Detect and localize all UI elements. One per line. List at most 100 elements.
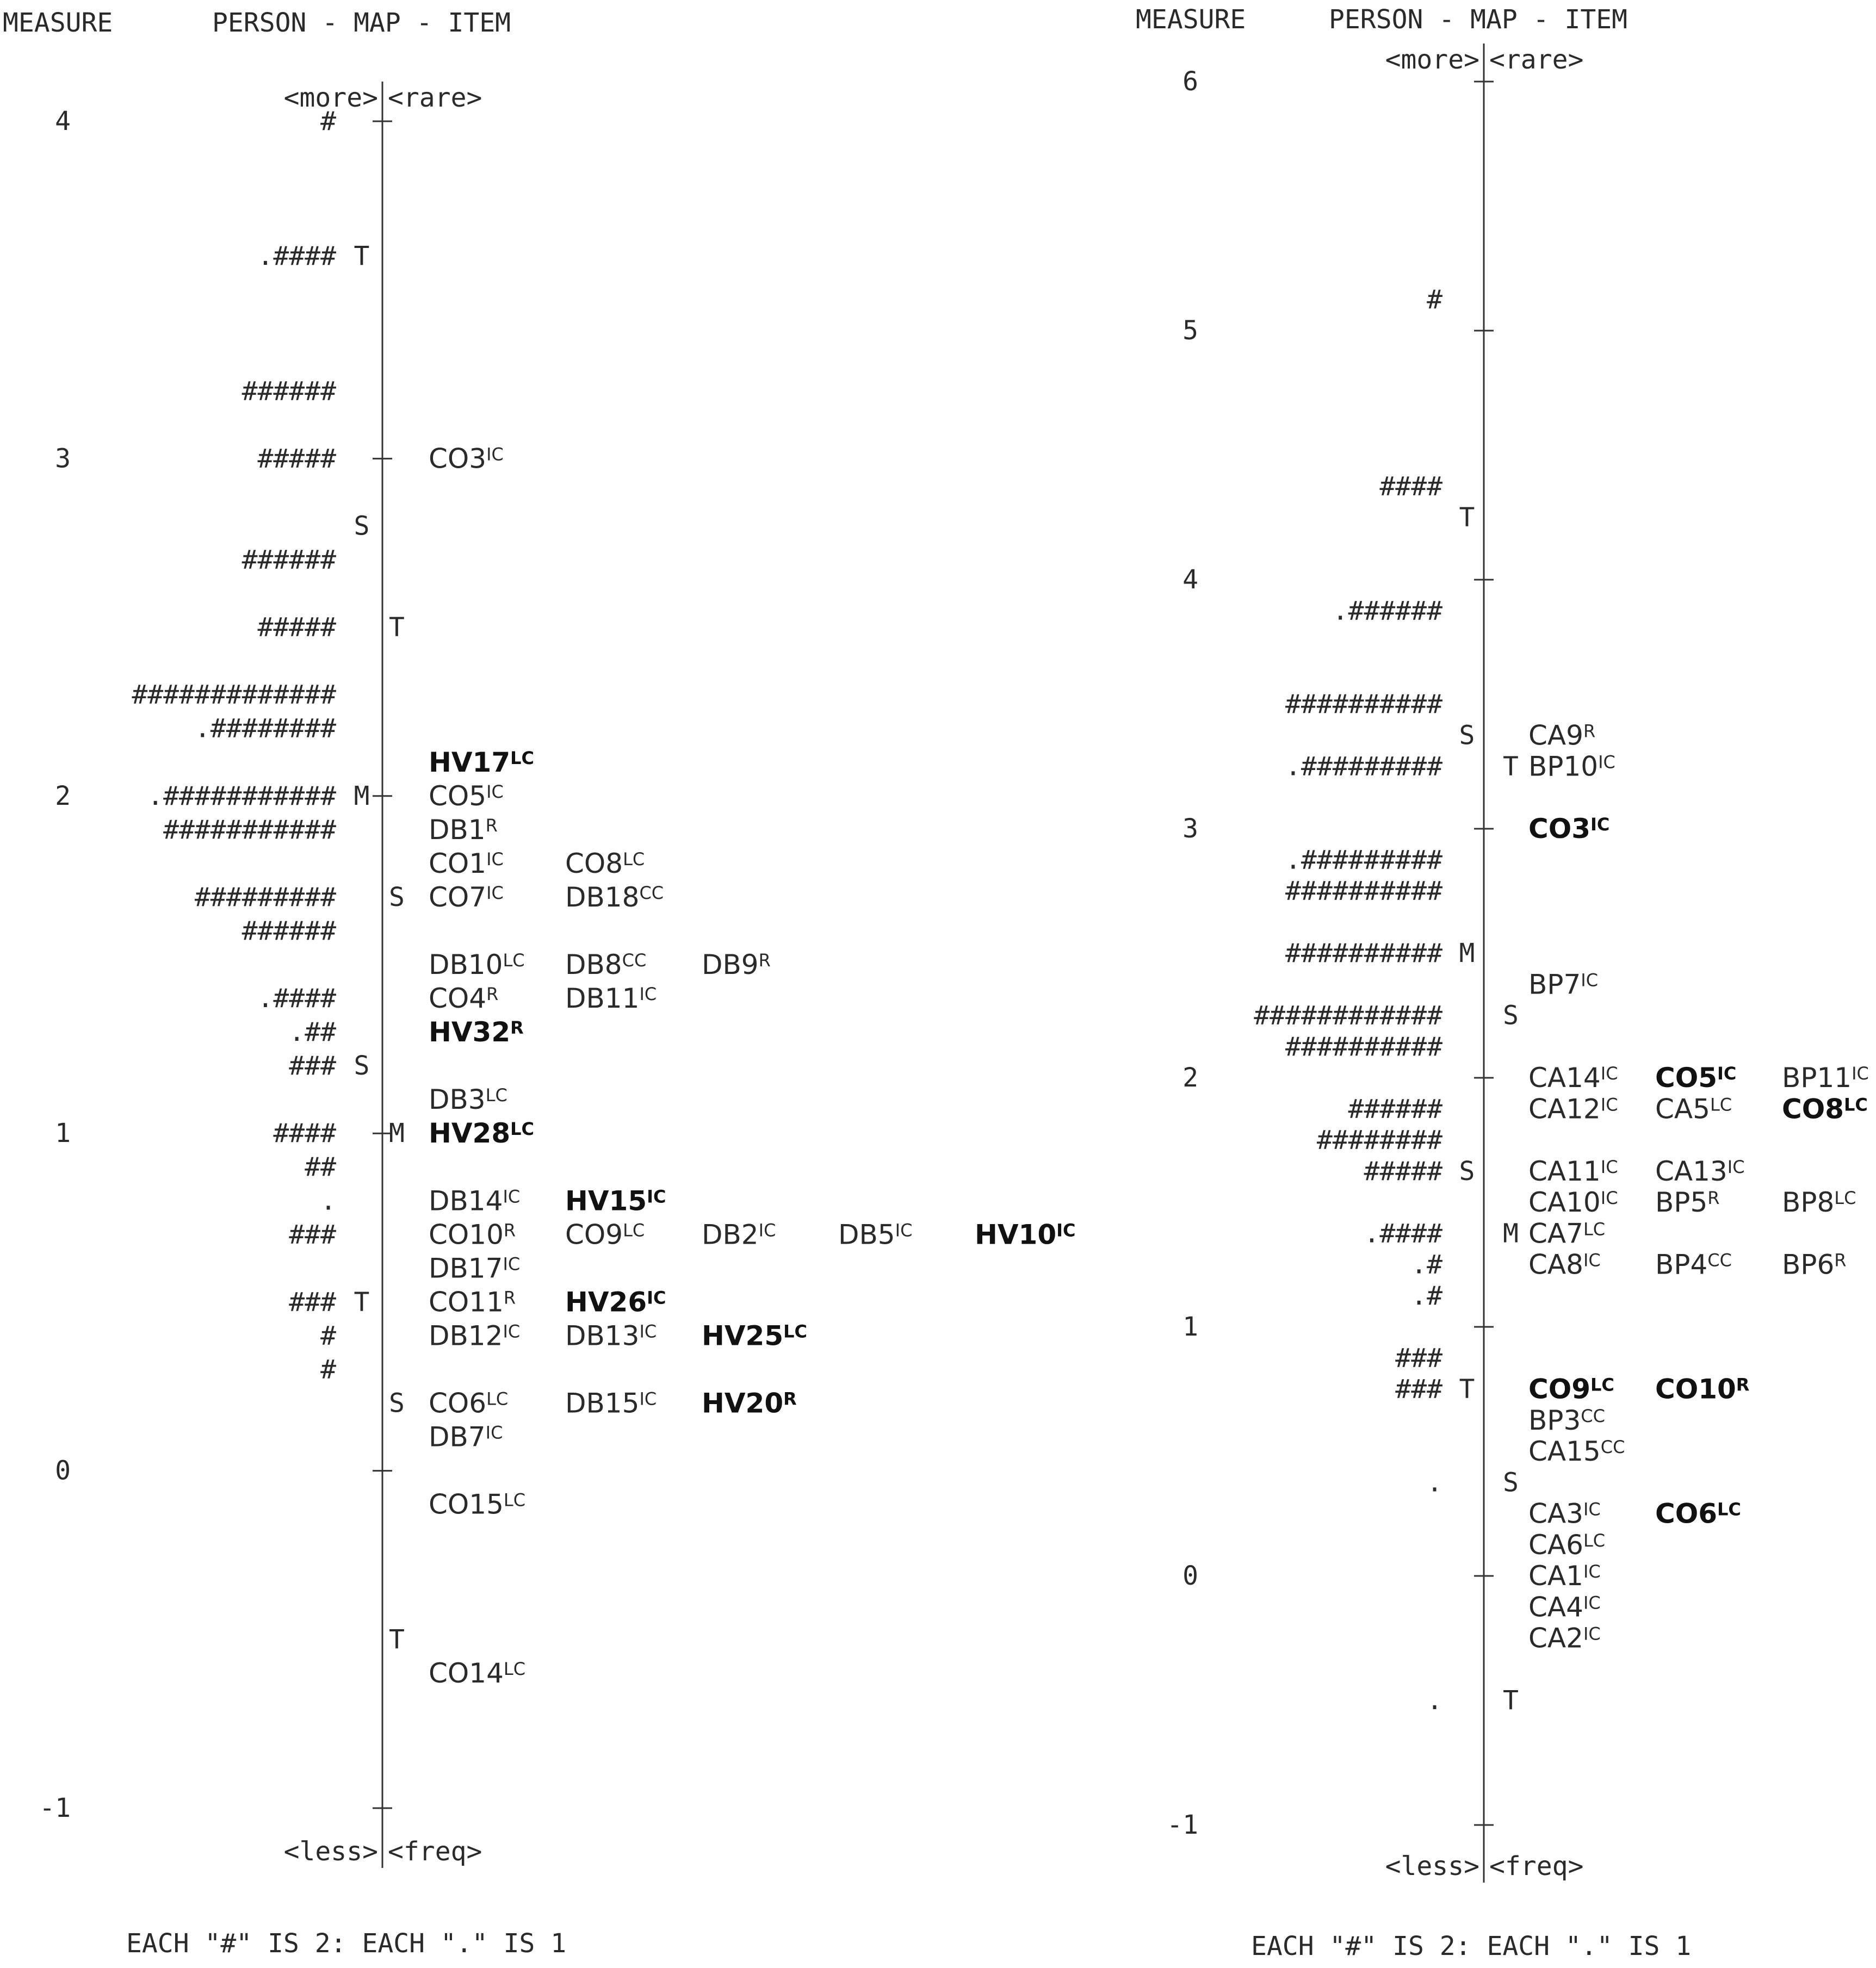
person-marker: S [1459, 1156, 1475, 1187]
person-row: ### [289, 1219, 336, 1250]
person-row: # [320, 1320, 336, 1351]
more-label: <more> [1385, 45, 1479, 75]
map-title: PERSON - MAP - ITEM [1329, 4, 1627, 35]
item-label: HV20R [702, 1388, 797, 1419]
tick-label: 4 [1182, 564, 1198, 595]
item-label: CO10R [429, 1219, 516, 1250]
less-label: <less> [284, 1836, 378, 1867]
person-marker: T [1459, 1374, 1475, 1405]
item-label: CA6LC [1528, 1529, 1605, 1561]
tick-label: 3 [1182, 814, 1198, 844]
item-label: CA15CC [1528, 1436, 1625, 1467]
footer-note: EACH "#" IS 2: EACH "." IS 1 [1251, 1931, 1691, 1961]
person-row: # [320, 1354, 336, 1385]
item-label: CA13IC [1655, 1156, 1745, 1187]
person-row: ########## [1285, 876, 1442, 907]
rare-label: <rare> [1489, 45, 1583, 75]
item-label: CO6LC [1655, 1498, 1741, 1530]
tick-label: 5 [1182, 315, 1198, 346]
item-label: BP11IC [1782, 1062, 1869, 1094]
item-label: DB7IC [429, 1421, 503, 1453]
item-marker: S [1503, 1001, 1519, 1031]
person-marker: T [354, 1287, 370, 1317]
more-label: <more> [284, 83, 378, 113]
item-label: BP4CC [1655, 1249, 1732, 1281]
item-marker: M [389, 1118, 405, 1148]
item-label: CA12IC [1528, 1093, 1618, 1125]
item-marker: S [1503, 1467, 1519, 1498]
person-row: . [1427, 1467, 1442, 1498]
person-row: .#### [1364, 1218, 1443, 1249]
less-label: <less> [1385, 1851, 1479, 1882]
freq-label: <freq> [1489, 1851, 1583, 1882]
item-marker: T [389, 612, 405, 643]
item-label: DB13IC [565, 1320, 657, 1351]
person-row: .########### [147, 781, 336, 811]
item-label: HV15IC [565, 1185, 666, 1216]
item-label: CA8IC [1528, 1249, 1601, 1281]
person-row: .# [1411, 1250, 1442, 1280]
item-label: DB17IC [429, 1252, 520, 1284]
person-row: .######### [1285, 752, 1442, 782]
rare-label: <rare> [388, 83, 482, 113]
item-label: BP8LC [1782, 1187, 1856, 1218]
item-label: CO9LC [1528, 1374, 1614, 1405]
item-label: CA2IC [1528, 1623, 1601, 1654]
item-label: DB9R [702, 949, 771, 980]
person-row: ########### [163, 815, 336, 845]
person-row: ######## [1317, 1125, 1442, 1156]
person-row: .######### [1285, 845, 1442, 875]
person-row: ##### [1364, 1156, 1443, 1187]
item-label: DB15IC [565, 1388, 657, 1419]
item-label: CO10R [1655, 1374, 1749, 1405]
item-marker: M [1503, 1218, 1519, 1249]
freq-label: <freq> [388, 1836, 482, 1867]
person-row: ############# [132, 680, 336, 710]
item-label: DB10LC [429, 949, 525, 980]
person-row: ###### [242, 545, 336, 575]
tick-label: -1 [39, 1793, 71, 1823]
person-row: ########## [1285, 938, 1442, 969]
item-label: CA4IC [1528, 1591, 1601, 1623]
person-row: .# [1411, 1281, 1442, 1311]
item-label: DB12IC [429, 1320, 520, 1351]
person-row: ##### [258, 443, 337, 474]
item-marker: T [389, 1624, 405, 1655]
tick-label: 1 [55, 1118, 71, 1148]
tick-label: -1 [1167, 1810, 1198, 1840]
item-marker: S [389, 882, 405, 912]
person-row: ###### [242, 916, 336, 946]
item-label: DB14IC [429, 1185, 520, 1216]
item-label: CA5LC [1655, 1093, 1732, 1125]
person-row: ###### [1348, 1094, 1442, 1124]
item-label: CO5IC [1655, 1062, 1736, 1094]
item-label: CO8LC [565, 848, 645, 879]
item-label: HV17LC [429, 747, 534, 778]
item-label: CO3IC [1528, 813, 1609, 845]
tick-label: 0 [55, 1456, 71, 1486]
item-label: DB5IC [838, 1219, 912, 1250]
person-row: ## [305, 1152, 336, 1182]
tick-label: 1 [1182, 1312, 1198, 1342]
item-label: CO3IC [429, 443, 504, 474]
item-label: CA3IC [1528, 1498, 1601, 1530]
measure-header: MEASURE [3, 8, 113, 38]
item-label: HV32R [429, 1016, 524, 1048]
item-label: CO5IC [429, 780, 504, 812]
person-marker: M [1459, 938, 1475, 969]
item-label: BP5R [1655, 1187, 1720, 1218]
item-label: BP6R [1782, 1249, 1847, 1281]
person-row: .#### [258, 241, 337, 271]
person-row: ###### [242, 376, 336, 406]
person-marker: S [354, 1051, 370, 1081]
person-row: ### [289, 1287, 336, 1317]
person-row: . [320, 1185, 336, 1216]
tick-label: 0 [1182, 1561, 1198, 1591]
person-marker: M [354, 781, 370, 811]
footer-note: EACH "#" IS 2: EACH "." IS 1 [126, 1928, 566, 1959]
item-label: DB11IC [565, 983, 657, 1014]
item-label: DB1R [429, 814, 498, 846]
item-label: HV25LC [702, 1320, 807, 1351]
